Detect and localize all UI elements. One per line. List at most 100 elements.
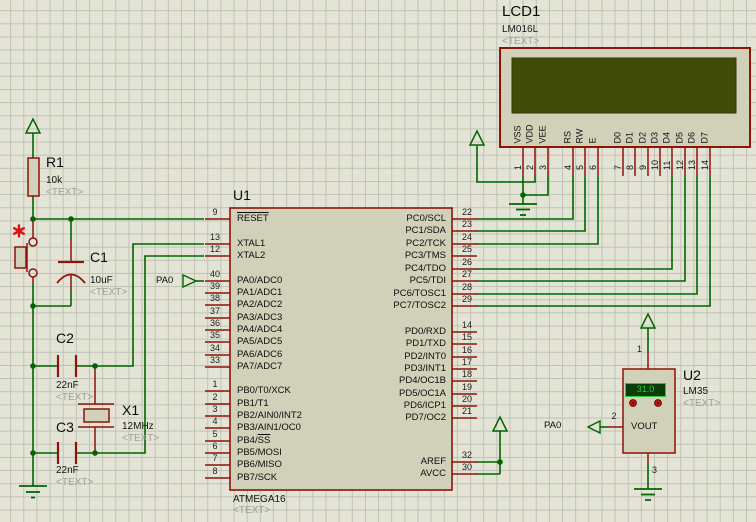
u1-pin-13-number: 13 bbox=[209, 232, 220, 242]
c2-ref-label: C2 bbox=[56, 330, 74, 346]
power-terminal[interactable] bbox=[639, 312, 657, 329]
u1-pin-8-name: PB7/SCK bbox=[237, 472, 278, 483]
lcd1-body[interactable] bbox=[499, 47, 751, 148]
power-terminal[interactable] bbox=[468, 129, 486, 146]
u1-pin-33-name: PA7/ADC7 bbox=[237, 361, 283, 372]
wire bbox=[476, 176, 711, 307]
u1-pin-32-name: AREF bbox=[420, 456, 446, 467]
lcd1-pin-13-name: D6 bbox=[686, 131, 697, 144]
c2-capacitor[interactable] bbox=[56, 355, 78, 377]
u1-pin-21-name: PD7/OC2 bbox=[405, 412, 446, 423]
u1-body[interactable] bbox=[229, 207, 453, 491]
net-tag-arrow[interactable] bbox=[586, 419, 601, 435]
u1-pin-14-number: 14 bbox=[461, 320, 472, 330]
u1-pin-30-number: 30 bbox=[461, 462, 472, 472]
r1-placeholder-label: <TEXT> bbox=[46, 187, 84, 198]
c3-capacitor[interactable] bbox=[56, 442, 78, 464]
u1-pin-39-number: 39 bbox=[209, 281, 220, 291]
r1-ref-label: R1 bbox=[46, 154, 64, 170]
u1-pin-16-number: 16 bbox=[461, 345, 472, 355]
c1-capacitor[interactable] bbox=[56, 240, 86, 290]
u1-pin-37-name: PA3/ADC3 bbox=[237, 312, 283, 323]
wire bbox=[476, 176, 586, 232]
lcd1-pin-9-name: D2 bbox=[637, 131, 648, 144]
u2-pin3-number: 3 bbox=[652, 465, 658, 475]
lcd1-pin-12-number: 12 bbox=[674, 159, 685, 170]
u1-pin-27-number: 27 bbox=[461, 269, 472, 279]
lcd1-pin-7-number: 7 bbox=[612, 164, 623, 170]
lcd1-pin-6-name: E bbox=[587, 137, 598, 144]
u1-pin-19-name: PD5/OC1A bbox=[399, 388, 446, 399]
push-button[interactable] bbox=[14, 222, 38, 283]
u1-pin-26-number: 26 bbox=[461, 257, 472, 267]
lcd1-pin-9-number: 9 bbox=[637, 164, 648, 170]
u1-pin-12-number: 12 bbox=[209, 244, 220, 254]
u1-pin-4-number: 4 bbox=[212, 416, 218, 426]
u1-pin-36-name: PA4/ADC4 bbox=[237, 324, 283, 335]
lcd1-pin-5-name: RW bbox=[574, 128, 585, 144]
u1-pin-28-name: PC6/TOSC1 bbox=[393, 288, 446, 299]
net-tag-arrow[interactable] bbox=[182, 273, 198, 289]
wire-layer[interactable] bbox=[32, 133, 711, 489]
net-label-pa0-u2[interactable]: PA0 bbox=[544, 420, 562, 431]
u1-pin-21-number: 21 bbox=[461, 406, 472, 416]
u1-pin-19-number: 19 bbox=[461, 382, 472, 392]
u1-pin-25-number: 25 bbox=[461, 244, 472, 254]
u1-pin-29-number: 29 bbox=[461, 294, 472, 304]
lcd1-pin-11-number: 11 bbox=[661, 160, 672, 170]
u1-pin-17-number: 17 bbox=[461, 357, 472, 367]
c3-ref-label: C3 bbox=[56, 419, 74, 435]
u1-pin-22-name: PC0/SCL bbox=[406, 213, 446, 224]
u2-adjust-knobs[interactable] bbox=[629, 399, 662, 407]
button-actuate-icon[interactable] bbox=[12, 224, 25, 238]
x1-crystal[interactable] bbox=[78, 368, 114, 451]
u1-part-label: ATMEGA16 bbox=[233, 494, 286, 505]
u1-pin-35-number: 35 bbox=[209, 330, 220, 340]
u1-pin-6-number: 6 bbox=[212, 441, 218, 451]
u1-pin-20-name: PD6/ICP1 bbox=[403, 400, 446, 411]
c1-ref-label: C1 bbox=[90, 249, 108, 265]
u1-pin-38-name: PA2/ADC2 bbox=[237, 299, 283, 310]
u2-temperature-display: 31.0 bbox=[625, 383, 666, 397]
u2-placeholder-label: <TEXT> bbox=[683, 398, 721, 409]
lcd1-pin-8-number: 8 bbox=[624, 164, 635, 170]
u1-pin-8-number: 8 bbox=[212, 466, 218, 476]
c1-placeholder-label: <TEXT> bbox=[90, 287, 128, 298]
ground-terminal[interactable] bbox=[509, 203, 537, 216]
ground-terminal[interactable] bbox=[19, 485, 47, 499]
u1-pin-7-number: 7 bbox=[212, 453, 218, 463]
wire bbox=[476, 176, 698, 295]
lcd1-pin-3-name: VEE bbox=[537, 125, 548, 144]
power-terminal[interactable] bbox=[24, 117, 42, 134]
lcd1-pin-14-number: 14 bbox=[699, 159, 710, 170]
lcd1-pin-7-name: D0 bbox=[612, 131, 623, 144]
c2-value-label: 22nF bbox=[56, 380, 79, 391]
x1-ref-label: X1 bbox=[122, 402, 140, 418]
net-label-pa0-u1[interactable]: PA0 bbox=[156, 275, 174, 286]
ground-terminal[interactable] bbox=[634, 488, 662, 501]
u2-part-label: LM35 bbox=[683, 386, 709, 397]
u1-pin-5-name: PB4/SS bbox=[237, 435, 271, 446]
r1-value-label: 10k bbox=[46, 175, 63, 186]
r1-resistor[interactable] bbox=[27, 157, 40, 197]
u1-pin-6-name: PB5/MOSI bbox=[237, 447, 282, 458]
u1-pin-13-name: XTAL1 bbox=[237, 238, 266, 249]
u1-pin-25-name: PC3/TMS bbox=[404, 250, 446, 261]
u1-pin-23-name: PC1/SDA bbox=[405, 225, 446, 236]
u2-pin1-number: 1 bbox=[636, 344, 642, 354]
c1-value-label: 10uF bbox=[90, 275, 113, 286]
power-terminal[interactable] bbox=[491, 415, 509, 432]
wire bbox=[77, 243, 204, 367]
u2-ref-label: U2 bbox=[683, 367, 701, 383]
wire bbox=[476, 176, 599, 245]
pin-stub-layer[interactable] bbox=[205, 147, 711, 479]
x1-value-label: 12MHz bbox=[122, 421, 154, 432]
u1-pin-20-number: 20 bbox=[461, 394, 472, 404]
u2-body[interactable] bbox=[608, 352, 676, 464]
u1-pin-1-number: 1 bbox=[212, 379, 218, 389]
u1-pin-40-name: PA0/ADC0 bbox=[237, 275, 283, 286]
u1-pin-32-number: 32 bbox=[461, 450, 472, 460]
u2-pin2-number: 2 bbox=[611, 411, 617, 421]
u1-pin-9-name: RESET bbox=[237, 213, 269, 224]
